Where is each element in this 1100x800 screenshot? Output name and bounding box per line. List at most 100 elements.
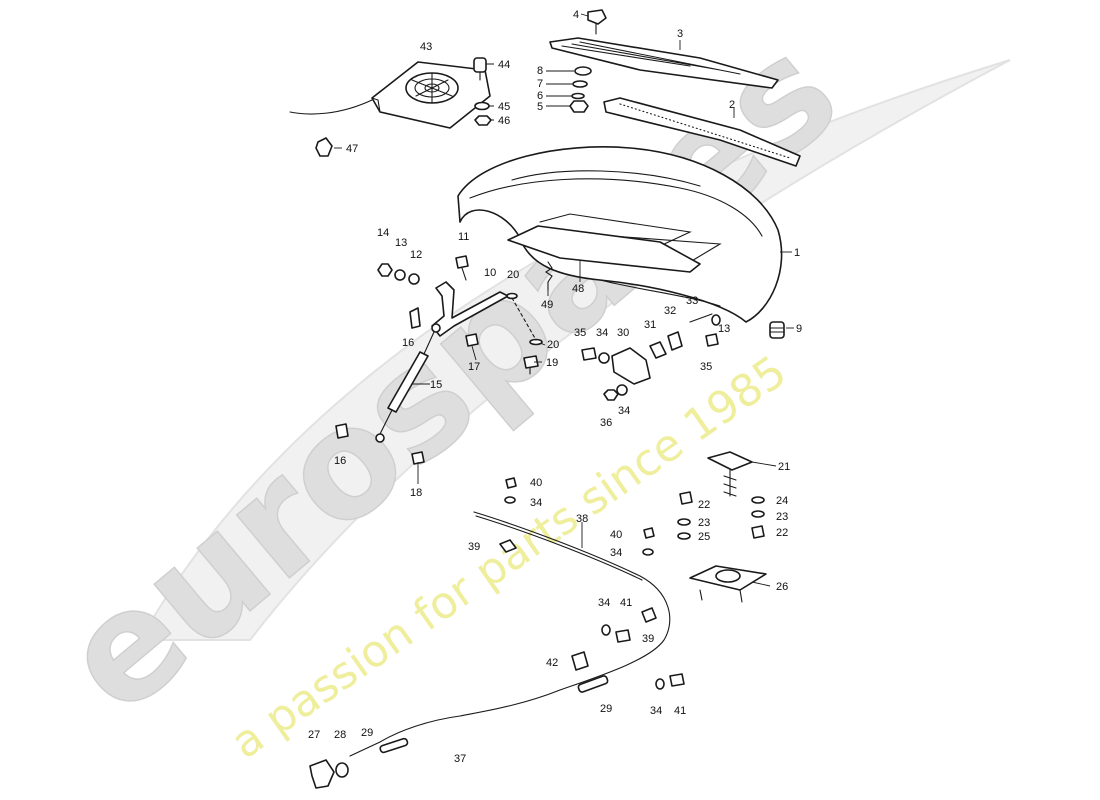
callout-7: 7	[537, 78, 543, 90]
callout-42: 42	[546, 657, 558, 669]
screw-40b	[643, 527, 655, 539]
callout-33: 33	[686, 295, 698, 307]
callout-48: 48	[572, 283, 584, 295]
clip-47	[315, 137, 333, 157]
bolt-4	[587, 9, 607, 35]
callout-40b: 40	[610, 529, 622, 541]
grommet-28	[335, 762, 349, 778]
callout-17: 17	[468, 361, 480, 373]
callout-24: 24	[776, 495, 788, 507]
sleeve-29a	[577, 675, 609, 693]
washer-12	[408, 273, 420, 285]
callout-34a: 34	[596, 327, 608, 339]
washer-6	[571, 92, 585, 100]
callout-5: 5	[537, 101, 543, 113]
nut-46	[474, 115, 492, 126]
bolt-22a	[679, 491, 693, 505]
callout-13b: 13	[718, 323, 730, 335]
callout-16a: 16	[402, 337, 414, 349]
bracket-42	[571, 651, 589, 671]
washer-25	[677, 532, 691, 540]
callout-30: 30	[617, 327, 629, 339]
parts-layer	[289, 9, 801, 789]
screw-19	[523, 355, 539, 375]
bolt-35b	[705, 333, 719, 347]
grille-48	[507, 225, 701, 273]
knob-44	[473, 57, 487, 81]
callout-1: 1	[794, 247, 800, 259]
callout-47: 47	[346, 143, 358, 155]
washer-23a	[677, 518, 691, 526]
clip-39b	[641, 607, 657, 623]
callout-34e: 34	[598, 597, 610, 609]
callouts: 1 2 3 4 8 7 6 5 43 44 45 46 47 9 10 11 1…	[308, 9, 802, 765]
callout-34d: 34	[610, 547, 622, 559]
callout-20b: 20	[547, 339, 559, 351]
striker-21	[707, 451, 753, 497]
latch-30	[611, 347, 651, 385]
callout-26: 26	[776, 581, 788, 593]
washer-24	[751, 496, 765, 504]
callout-28: 28	[334, 729, 346, 741]
callout-9: 9	[796, 323, 802, 335]
spoiler-ribs-3	[561, 41, 741, 75]
callout-27: 27	[308, 729, 320, 741]
callout-22b: 22	[776, 527, 788, 539]
lock-26	[689, 565, 767, 603]
callout-16b: 16	[334, 455, 346, 467]
bolt-41a	[615, 629, 631, 643]
washer-13b	[711, 314, 721, 326]
screw-40a	[505, 477, 517, 489]
bolt-11	[455, 255, 469, 281]
clip-39a	[499, 539, 517, 553]
washer-34a	[598, 352, 610, 364]
washer-34e	[601, 624, 611, 636]
catch-31	[649, 341, 667, 359]
callout-37: 37	[454, 753, 466, 765]
callout-34c: 34	[530, 497, 542, 509]
bolt-22b	[751, 525, 765, 539]
callout-6: 6	[537, 90, 543, 102]
nut-5	[569, 100, 589, 113]
callout-41b: 41	[674, 705, 686, 717]
washer-8	[574, 66, 592, 76]
callout-13a: 13	[395, 237, 407, 249]
watermark: eurospares a passion for parts since 198…	[31, 4, 1011, 769]
callout-40a: 40	[530, 477, 542, 489]
washer-34d	[642, 548, 654, 556]
callout-39b: 39	[642, 633, 654, 645]
washer-34b	[616, 384, 628, 396]
callout-29a: 29	[600, 703, 612, 715]
callout-45: 45	[498, 101, 510, 113]
bolt-18	[411, 451, 425, 465]
gas-strut-15	[375, 323, 441, 443]
washer-7	[572, 80, 588, 88]
callout-34b: 34	[618, 405, 630, 417]
callout-44: 44	[498, 59, 510, 71]
callout-43: 43	[420, 41, 432, 53]
callout-18: 18	[410, 487, 422, 499]
catch-32	[667, 331, 683, 351]
callout-19: 19	[546, 357, 558, 369]
callout-3: 3	[677, 28, 683, 40]
callout-49: 49	[541, 299, 553, 311]
nut-36	[603, 389, 619, 401]
bracket-16a	[409, 307, 421, 329]
callout-39a: 39	[468, 541, 480, 553]
bolt-17	[465, 333, 479, 347]
callout-32: 32	[664, 305, 676, 317]
washer-34c	[504, 496, 516, 504]
callout-23b: 23	[776, 511, 788, 523]
callout-14: 14	[377, 227, 389, 239]
washer-23b	[751, 510, 765, 518]
callout-10: 10	[484, 267, 496, 279]
callout-38: 38	[576, 513, 588, 525]
leader-lines	[334, 13, 794, 587]
spring-clip-49	[545, 261, 553, 291]
callout-35a: 35	[574, 327, 586, 339]
callout-23a: 23	[698, 517, 710, 529]
sleeve-29b	[379, 737, 409, 754]
callout-46: 46	[498, 115, 510, 127]
callout-36: 36	[600, 417, 612, 429]
watermark-swoosh	[138, 59, 1011, 641]
